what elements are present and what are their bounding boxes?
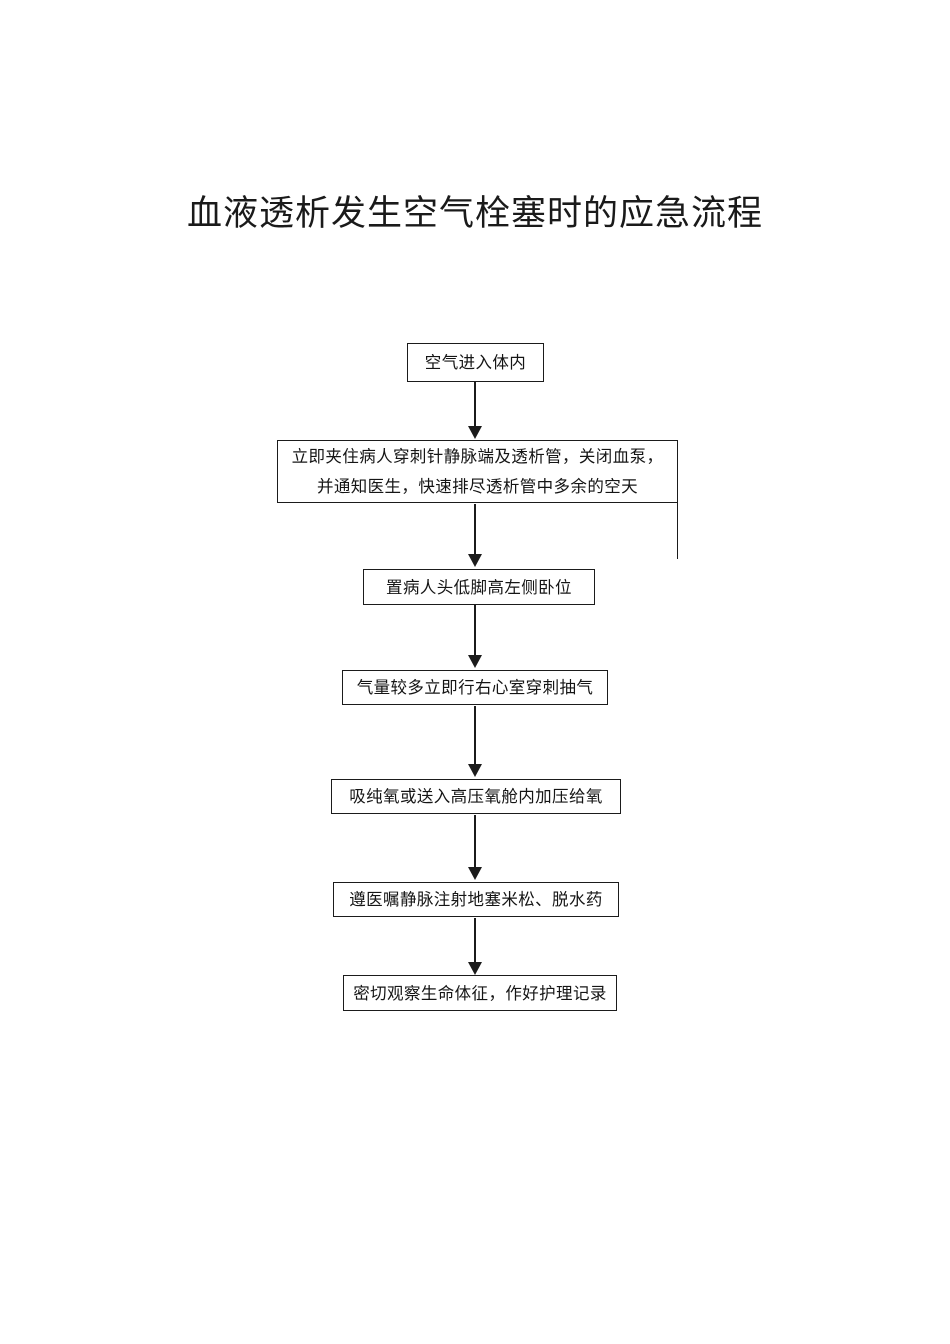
flow-node-trendelenburg-left-lateral[interactable]: 置病人头低脚高左侧卧位 xyxy=(363,569,595,605)
connector-n2-n3-line xyxy=(474,504,476,556)
connector-n4-n5-line xyxy=(474,706,476,766)
connector-n1-n2-line xyxy=(474,382,476,428)
flow-node-right-ventricle-aspiration[interactable]: 气量较多立即行右心室穿刺抽气 xyxy=(342,670,608,705)
connector-n5-n6-line xyxy=(474,815,476,869)
flow-node-pure-oxygen-hyperbaric[interactable]: 吸纯氧或送入高压氧舱内加压给氧 xyxy=(331,779,621,814)
flow-node-clamp-and-notify[interactable]: 立即夹住病人穿刺针静脉端及透析管，关闭血泵， 并通知医生，快速排尽透析管中多余的… xyxy=(277,440,678,503)
flow-node-air-enters-body[interactable]: 空气进入体内 xyxy=(407,343,544,382)
connector-n5-n6-arrowhead xyxy=(468,867,482,880)
flow-node-monitor-vitals-record[interactable]: 密切观察生命体征，作好护理记录 xyxy=(343,975,617,1011)
connector-n6-n7-arrowhead xyxy=(468,962,482,975)
connector-n2-n3-arrowhead xyxy=(468,554,482,567)
connector-n3-n4-line xyxy=(474,605,476,657)
connector-n1-n2-arrowhead xyxy=(468,426,482,439)
flow-node-dexamethasone-diuretic[interactable]: 遵医嘱静脉注射地塞米松、脱水药 xyxy=(333,882,619,917)
connector-n4-n5-arrowhead xyxy=(468,764,482,777)
page-title: 血液透析发生空气栓塞时的应急流程 xyxy=(186,194,763,234)
stray-vertical-rule xyxy=(677,503,678,559)
connector-n3-n4-arrowhead xyxy=(468,655,482,668)
connector-n6-n7-line xyxy=(474,918,476,966)
